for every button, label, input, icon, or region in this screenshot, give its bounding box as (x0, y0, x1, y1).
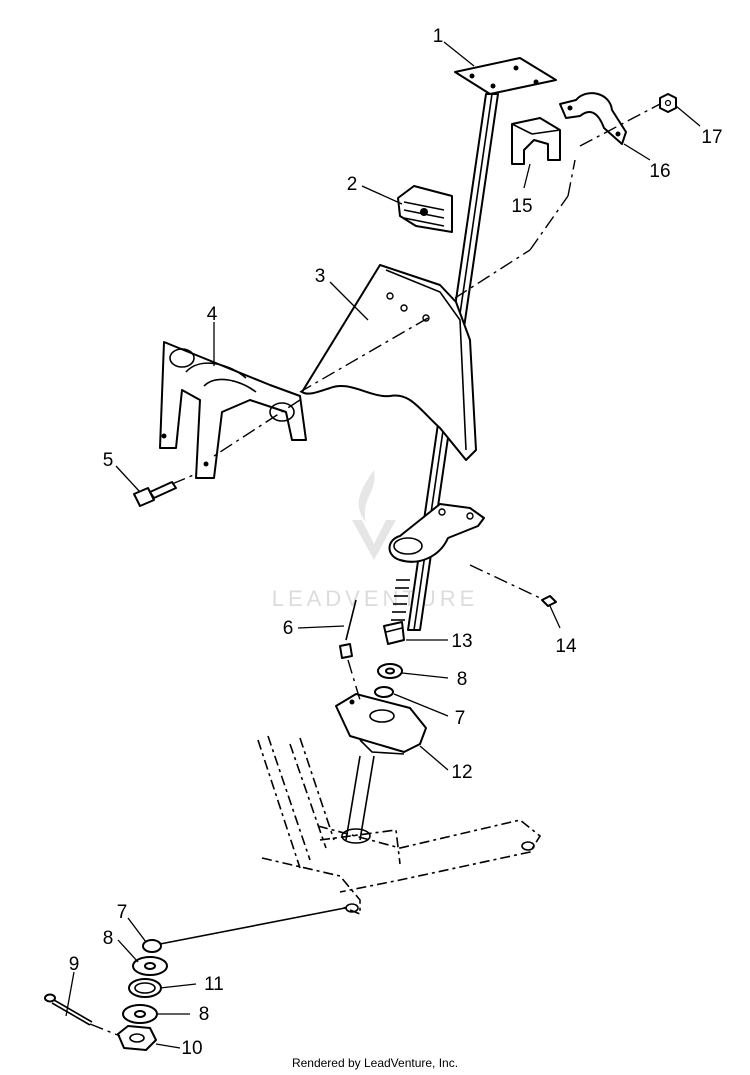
callout-7-upper: 7 (455, 708, 466, 729)
callout-6: 6 (283, 618, 294, 639)
part-13-coupler (383, 621, 405, 645)
callout-5: 5 (103, 450, 114, 471)
watermark-text: LEADVENTURE (272, 586, 479, 611)
part-14-screw (541, 595, 557, 607)
steering-support-bracket (388, 503, 485, 563)
callout-12: 12 (451, 762, 472, 783)
callout-1: 1 (433, 26, 444, 47)
callout-2: 2 (347, 174, 358, 195)
part-7-ring-lower (142, 939, 162, 953)
callout-17: 17 (701, 127, 722, 148)
part-8-washer-upper (377, 663, 403, 679)
callout-4: 4 (207, 304, 218, 325)
part-8-washer-middle (132, 956, 168, 976)
part-4-bracket (159, 341, 307, 479)
leader-lines (65, 41, 701, 1049)
footer-credit: Rendered by LeadVenture, Inc. (291, 1056, 459, 1070)
chassis-frame (257, 735, 542, 916)
callout-9: 9 (69, 954, 80, 975)
part-6-pin (339, 599, 357, 659)
watermark-logo: LEADVENTURE (272, 470, 479, 611)
part-9-cotter-pin (44, 993, 93, 1026)
callout-13: 13 (451, 631, 472, 652)
part-5-bolt (133, 481, 177, 507)
callout-3: 3 (315, 266, 326, 287)
callout-16: 16 (649, 161, 670, 182)
assembly-lines (89, 103, 661, 1037)
part-12-bearing-block (335, 693, 427, 755)
callout-7-lower: 7 (117, 902, 128, 923)
callout-10: 10 (181, 1038, 202, 1059)
callout-15: 15 (511, 196, 532, 217)
callouts: 1 2 3 4 5 6 7 7 8 8 8 9 10 11 12 13 14 1… (69, 26, 723, 1059)
dash-panel (301, 264, 477, 461)
part-8-washer-lower (122, 1004, 158, 1024)
part-2-bushing (397, 185, 453, 233)
steering-spindle (345, 755, 375, 841)
callout-11: 11 (204, 974, 224, 995)
callout-8-lower: 8 (199, 1004, 210, 1025)
part-17-nut (659, 93, 677, 113)
part-10-castle-nut (117, 1025, 157, 1051)
part-11-spring-washer (128, 978, 162, 998)
callout-14: 14 (555, 636, 577, 657)
callout-8-upper: 8 (457, 669, 468, 690)
part-15-clamp-half (511, 117, 561, 165)
callout-8-middle: 8 (103, 928, 114, 949)
part-16-u-clamp (559, 92, 627, 145)
part-7-ring-upper (374, 686, 394, 698)
